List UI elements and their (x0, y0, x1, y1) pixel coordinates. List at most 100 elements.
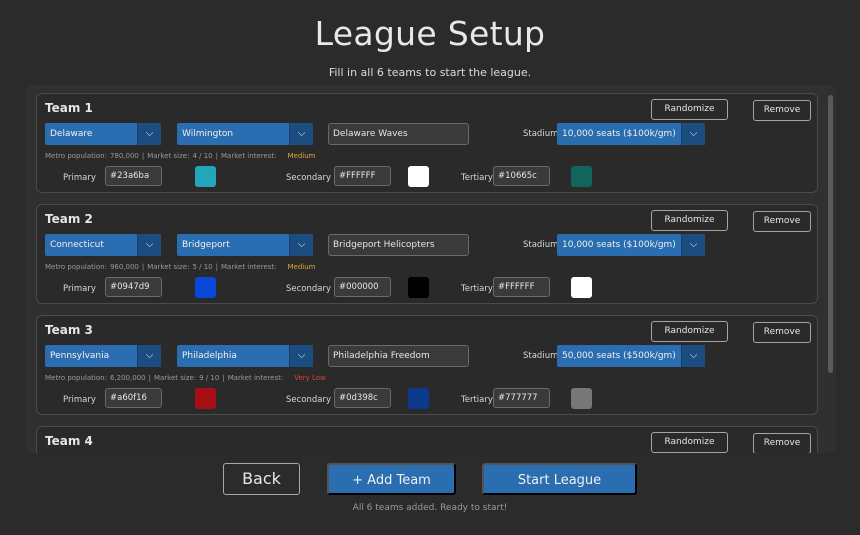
primary-hex-input[interactable]: #23a6ba (105, 166, 162, 186)
tertiary-color-swatch[interactable] (571, 277, 592, 298)
tertiary-color-swatch[interactable] (571, 166, 592, 187)
stadium-dropdown[interactable]: 10,000 seats ($100k/gm) ⌵ (557, 123, 705, 145)
secondary-color-swatch[interactable] (408, 388, 429, 409)
team-title: Team 1 (45, 101, 93, 115)
market-size: 9 / 10 (199, 374, 220, 382)
market-size-label: Market size: (153, 374, 197, 382)
market-interest-value: Medium (287, 263, 316, 271)
remove-button[interactable]: Remove (753, 100, 811, 121)
tertiary-label: Tertiary (461, 395, 493, 405)
market-size: 4 / 10 (192, 152, 213, 160)
market-size-label: Market size: (147, 152, 190, 160)
market-info: Metro population:6,200,000|Market size:9… (45, 374, 329, 382)
city-value: Bridgeport (182, 240, 230, 250)
chevron-down-icon[interactable]: ⌵ (137, 123, 161, 145)
city-dropdown[interactable]: Bridgeport ⌵ (177, 234, 313, 256)
scrollbar-thumb[interactable] (828, 95, 833, 373)
back-button[interactable]: Back (223, 463, 300, 495)
chevron-down-icon[interactable]: ⌵ (681, 345, 705, 367)
state-value: Pennsylvania (50, 351, 110, 361)
secondary-color-swatch[interactable] (408, 166, 429, 187)
secondary-hex-input[interactable]: #0d398c (334, 388, 391, 408)
tertiary-hex-input[interactable]: #FFFFFF (493, 277, 550, 297)
tertiary-label: Tertiary (461, 284, 493, 294)
remove-button[interactable]: Remove (753, 433, 811, 453)
city-dropdown[interactable]: Wilmington ⌵ (177, 123, 313, 145)
team-name-input[interactable]: Philadelphia Freedom (328, 345, 469, 367)
metro-population: 780,000 (109, 152, 139, 160)
city-dropdown[interactable]: Philadelphia ⌵ (177, 345, 313, 367)
stadium-value: 50,000 seats ($500k/gm) (562, 351, 676, 361)
chevron-down-icon[interactable]: ⌵ (289, 234, 313, 256)
primary-hex-input[interactable]: #a60f16 (105, 388, 162, 408)
primary-color-swatch[interactable] (195, 166, 216, 187)
stadium-dropdown[interactable]: 50,000 seats ($500k/gm) ⌵ (557, 345, 705, 367)
chevron-down-icon[interactable]: ⌵ (289, 345, 313, 367)
primary-label: Primary (63, 284, 96, 294)
state-dropdown[interactable]: Pennsylvania ⌵ (45, 345, 161, 367)
primary-hex-input[interactable]: #0947d9 (105, 277, 162, 297)
state-dropdown[interactable]: Connecticut ⌵ (45, 234, 161, 256)
secondary-hex-input[interactable]: #FFFFFF (334, 166, 391, 186)
remove-button[interactable]: Remove (753, 322, 811, 343)
state-dropdown[interactable]: Delaware ⌵ (45, 123, 161, 145)
market-info: Metro population:780,000|Market size:4 /… (45, 152, 319, 160)
team-title: Team 4 (45, 434, 93, 448)
metro-label: Metro population: (45, 374, 107, 382)
team-name-input[interactable]: Delaware Waves (328, 123, 469, 145)
team-title: Team 3 (45, 323, 93, 337)
primary-color-swatch[interactable] (195, 388, 216, 409)
city-value: Philadelphia (182, 351, 237, 361)
separator: | (148, 374, 151, 382)
randomize-button[interactable]: Randomize (651, 321, 728, 342)
chevron-down-icon[interactable]: ⌵ (137, 234, 161, 256)
separator: | (215, 263, 218, 271)
team-title: Team 2 (45, 212, 93, 226)
metro-population: 960,000 (109, 263, 139, 271)
separator: | (141, 152, 145, 160)
market-interest-label: Market interest: (221, 263, 277, 271)
primary-label: Primary (63, 395, 96, 405)
secondary-label: Secondary (286, 173, 332, 183)
metro-label: Metro population: (45, 152, 107, 160)
market-interest-value: Very Low (294, 374, 326, 382)
page-subtitle: Fill in all 6 teams to start the league. (328, 66, 532, 79)
primary-label: Primary (63, 173, 96, 183)
tertiary-hex-input[interactable]: #777777 (493, 388, 550, 408)
randomize-button[interactable]: Randomize (651, 432, 728, 453)
secondary-color-swatch[interactable] (408, 277, 429, 298)
team-card: Team 4 Randomize Remove (36, 426, 818, 453)
market-info: Metro population:960,000|Market size:5 /… (45, 263, 319, 271)
market-interest-label: Market interest: (221, 152, 277, 160)
stadium-value: 10,000 seats ($100k/gm) (562, 129, 676, 139)
market-interest-value: Medium (287, 152, 316, 160)
chevron-down-icon[interactable]: ⌵ (137, 345, 161, 367)
state-value: Connecticut (50, 240, 104, 250)
add-team-button[interactable]: + Add Team (327, 463, 456, 495)
city-value: Wilmington (182, 129, 234, 139)
market-size-label: Market size: (147, 263, 190, 271)
page-title: League Setup (314, 14, 546, 53)
primary-color-swatch[interactable] (195, 277, 216, 298)
stadium-label: Stadium: (523, 240, 562, 250)
chevron-down-icon[interactable]: ⌵ (681, 234, 705, 256)
metro-label: Metro population: (45, 263, 107, 271)
market-interest-label: Market interest: (227, 374, 284, 382)
secondary-hex-input[interactable]: #000000 (334, 277, 391, 297)
stadium-label: Stadium: (523, 351, 562, 361)
randomize-button[interactable]: Randomize (651, 210, 728, 231)
chevron-down-icon[interactable]: ⌵ (289, 123, 313, 145)
stadium-dropdown[interactable]: 10,000 seats ($100k/gm)⌵ (557, 234, 705, 256)
start-league-button[interactable]: Start League (482, 463, 637, 495)
remove-button[interactable]: Remove (753, 211, 811, 232)
team-name-input[interactable]: Bridgeport Helicopters (328, 234, 469, 256)
status-message: All 6 teams added. Ready to start! (352, 503, 508, 513)
chevron-down-icon[interactable]: ⌵ (681, 123, 705, 145)
tertiary-color-swatch[interactable] (571, 388, 592, 409)
state-value: Delaware (50, 129, 93, 139)
randomize-button[interactable]: Randomize (651, 99, 728, 120)
tertiary-hex-input[interactable]: #10665c (493, 166, 550, 186)
